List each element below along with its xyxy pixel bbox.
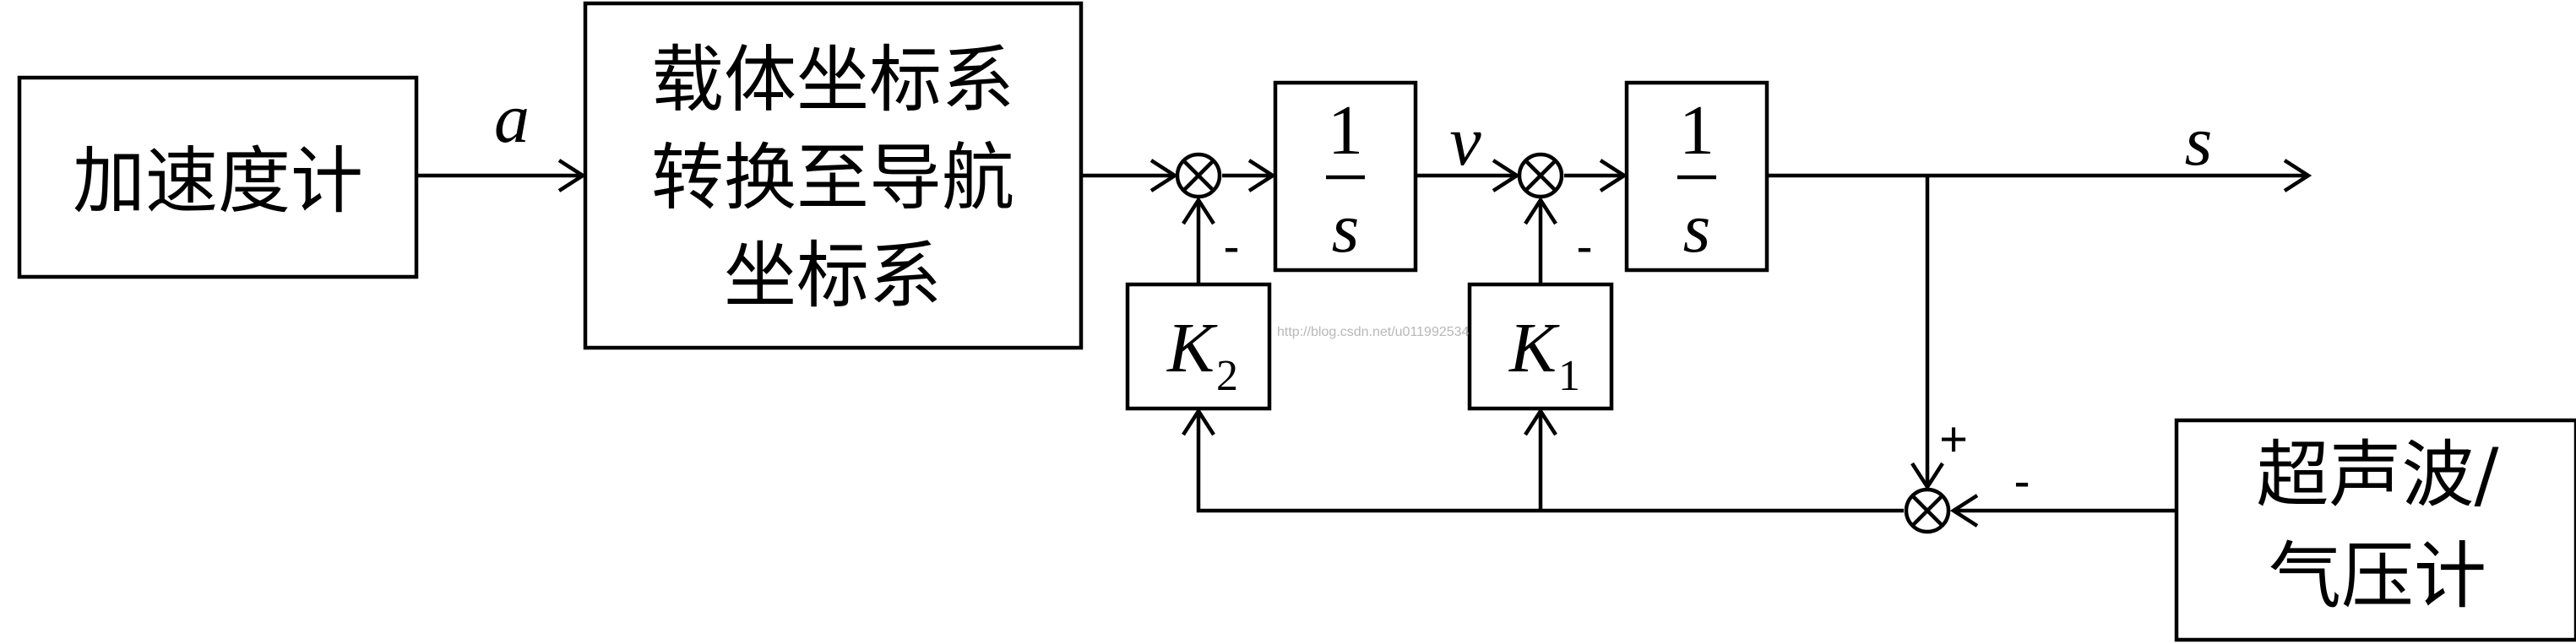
summing-junction-2 — [1517, 152, 1564, 199]
position-label: s — [2185, 102, 2213, 181]
sum-3-minus-sign: - — [2014, 454, 2030, 509]
sum-2-minus-sign: - — [1576, 219, 1592, 274]
arrowhead-into-k2 — [1182, 407, 1215, 436]
arrowhead-into-k1 — [1524, 407, 1557, 436]
gain-k2-symbol: K — [1166, 309, 1218, 387]
sum-3-plus-sign: + — [1939, 412, 1968, 467]
arrowhead-into-sum-3-top — [1910, 462, 1944, 491]
sensor-label-line2: 气压计 — [2269, 534, 2486, 619]
gain-k2-block: K 2 — [1125, 282, 1272, 411]
summing-junction-1 — [1175, 152, 1222, 199]
arrowhead-position-output — [2283, 159, 2312, 192]
sensor-label-line1: 超声波/ — [2257, 433, 2499, 517]
accelerometer-label: 加速度计 — [73, 139, 363, 224]
velocity-label: v — [1449, 102, 1481, 181]
integrator-2-denominator: s — [1683, 189, 1711, 268]
arrowhead-into-sum-2 — [1492, 159, 1521, 192]
accelerometer-block: 加速度计 — [17, 75, 419, 279]
error-feedback-bus — [1196, 413, 1904, 513]
acceleration-label: a — [494, 79, 530, 158]
ultrasonic-barometer-block: 超声波/ 气压计 — [2174, 418, 2576, 642]
arrowhead-into-integrator-1 — [1247, 159, 1277, 192]
sum-1-minus-sign: - — [1223, 219, 1239, 274]
summing-junction-3 — [1904, 487, 1951, 534]
frame-transform-block: 载体坐标系 转换至导航 坐标系 — [583, 1, 1084, 350]
frame-transform-label-line1: 载体坐标系 — [651, 38, 1014, 122]
frame-transform-label-line2: 转换至导航 — [651, 136, 1014, 220]
arrowhead-into-sum-3-right — [1949, 494, 1979, 528]
arrowhead-k2-into-sum-1 — [1182, 196, 1215, 225]
gain-k1-block: K 1 — [1467, 282, 1614, 411]
arrowhead-into-integrator-2 — [1599, 159, 1628, 192]
integrator-block-2: 1 s — [1624, 80, 1769, 273]
frame-transform-label-line3: 坐标系 — [724, 234, 942, 318]
integrator-1-numerator: 1 — [1328, 91, 1363, 170]
integrator-2-numerator: 1 — [1679, 91, 1715, 170]
gain-k2-subscript: 2 — [1216, 352, 1238, 400]
arrowhead-k1-into-sum-2 — [1524, 196, 1557, 225]
integrator-1-denominator: s — [1332, 189, 1360, 268]
integrator-block-1: 1 s — [1273, 80, 1418, 273]
gain-k1-symbol: K — [1508, 309, 1560, 387]
watermark-text: http://blog.csdn.net/u011992534 — [1277, 325, 1470, 339]
arrowhead-into-sum-1 — [1149, 159, 1179, 192]
gain-k1-subscript: 1 — [1558, 352, 1580, 400]
arrowhead-into-transform — [557, 159, 587, 192]
